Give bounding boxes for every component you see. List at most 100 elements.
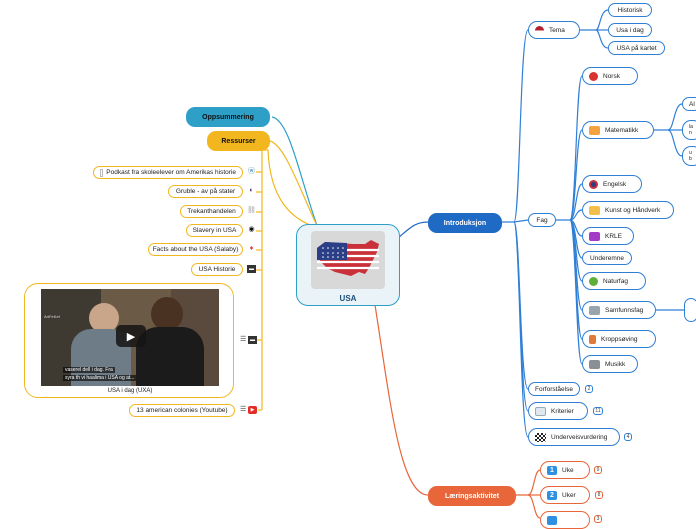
uke-label: Uker [562, 491, 576, 499]
underveis-count: 4 [624, 433, 632, 441]
math-child-label: la n [689, 124, 693, 136]
introduksjon-node[interactable]: Introduksjon [428, 213, 502, 233]
video-corner-text: ArtFeKef [44, 314, 60, 319]
fag-child-label: Engelsk [603, 180, 627, 188]
center-node[interactable]: USA [296, 224, 400, 306]
uk-flag-icon [589, 179, 598, 189]
tema-usa-i-dag[interactable]: Usa i dag [608, 23, 652, 37]
play-icon: ▶ [126, 330, 136, 343]
math-icon [589, 125, 600, 135]
ressurser-node[interactable]: Ressurser [207, 131, 270, 151]
runner-icon [589, 334, 596, 344]
norsk-icon [589, 71, 598, 81]
fag-naturfag[interactable]: Naturfag [582, 272, 646, 290]
ressurser-label: Ressurser [221, 137, 256, 145]
forforstaelse-label: Forforståelse [535, 385, 573, 393]
uke-3-node[interactable] [540, 511, 590, 529]
math-child-1[interactable]: Al [682, 97, 696, 111]
fag-krle[interactable]: KRLE [582, 227, 634, 245]
resource-usa-historie[interactable]: USA Historie [191, 263, 243, 276]
math-child-2[interactable]: la n [682, 120, 696, 140]
underveis-label: Underveisvurdering [551, 433, 608, 441]
fag-node[interactable]: Fag [528, 213, 556, 227]
oppsummering-label: Oppsummering [202, 113, 254, 121]
pie-icon: ◐ [249, 187, 254, 194]
fag-child-label: Samfunnsfag [605, 306, 644, 314]
resource-label: USA Historie [198, 266, 236, 273]
uke-3-count: 3 [594, 515, 602, 523]
uke-1-count: 9 [594, 466, 602, 474]
fag-musikk[interactable]: Musikk [582, 355, 638, 373]
tema-label: Tema [549, 26, 565, 34]
underveis-node[interactable]: Underveisvurdering [528, 428, 620, 446]
fag-matematikk[interactable]: Matematikk [582, 121, 654, 139]
fag-child-label: Underemne [590, 254, 624, 262]
laeringsaktivitet-node[interactable]: Læringsaktivitet [428, 486, 516, 506]
globe-icon: ◉ [248, 226, 255, 233]
uke-2-count: 8 [595, 491, 603, 499]
hands-icon [589, 205, 600, 215]
usa-flag-map-icon [317, 240, 379, 276]
tema-child-label: USA på kartet [616, 44, 657, 52]
resource-slavery[interactable]: Slavery in USA [186, 224, 243, 237]
video-subtitle-1: vaserel dell i dag. Fra [63, 367, 115, 373]
video-node[interactable]: ▶ ArtFeKef vaserel dell i dag. Fra syra … [24, 283, 234, 398]
resource-gruble[interactable]: Gruble - av på stater [168, 185, 243, 198]
fag-kunst[interactable]: Kunst og Håndverk [582, 201, 674, 219]
video-caption: USA i dag (UXA) [107, 388, 153, 394]
resource-label: Podkast fra skoleelever om Amerikas hist… [106, 169, 236, 176]
fag-underemne[interactable]: Underemne [582, 251, 632, 265]
number-3-icon [547, 515, 557, 525]
resource-label: Facts about the USA (Salaby) [152, 246, 239, 253]
youtube-icon: ▶ [248, 406, 257, 414]
fag-engelsk[interactable]: Engelsk [582, 175, 642, 193]
tema-child-label: Usa i dag [616, 26, 644, 34]
play-button[interactable]: ▶ [116, 325, 146, 347]
tema-usa-pa-kartet[interactable]: USA på kartet [608, 41, 665, 55]
uke-2-node[interactable]: 2 Uker [540, 486, 590, 504]
video-thumbnail[interactable]: ▶ ArtFeKef vaserel dell i dag. Fra syra … [41, 289, 219, 386]
resource-label: Slavery in USA [192, 227, 237, 234]
resource-trekant[interactable]: Trekanthandelen [180, 205, 243, 218]
fag-label: Fag [536, 216, 548, 224]
tema-child-label: Historisk [617, 6, 643, 14]
fag-child-label: Naturfag [603, 277, 628, 285]
laeringsaktivitet-label: Læringsaktivitet [444, 492, 500, 500]
fag-child-label: KRLE [605, 232, 622, 240]
person-left [89, 303, 119, 333]
forforstaelse-node[interactable]: Forforståelse [528, 382, 580, 396]
fag-child-label: Norsk [603, 72, 620, 80]
oppsummering-node[interactable]: Oppsummering [186, 107, 270, 127]
us-flag-icon [535, 25, 544, 35]
wordpress-icon: ⓦ [248, 168, 255, 175]
fag-samfunnsfag[interactable]: Samfunnsfag [582, 301, 656, 319]
video-subtitle-2: syra th vi haalima i USA og at... [63, 375, 137, 381]
menu-icon[interactable]: ☰ [240, 406, 247, 413]
resource-facts[interactable]: Facts about the USA (Salaby) [148, 243, 243, 256]
figure-icon: ⛓ [247, 207, 256, 214]
checkbox-icon [100, 168, 104, 177]
tema-historisk[interactable]: Historisk [608, 3, 652, 17]
resource-podkast[interactable]: Podkast fra skoleelever om Amerikas hist… [93, 166, 243, 179]
samfunnsfag-child[interactable] [684, 298, 696, 322]
drop-icon: ♦ [249, 245, 254, 252]
fag-child-label: Matematikk [605, 126, 639, 134]
resource-label: Trekanthandelen [187, 208, 236, 215]
uke-label: Uke [562, 466, 574, 474]
math-child-label: Al [689, 100, 695, 108]
checkered-flag-icon [535, 432, 546, 442]
tema-node[interactable]: Tema [528, 21, 580, 39]
center-label: USA [339, 294, 357, 303]
menu-icon[interactable]: ☰ [240, 336, 247, 343]
fag-norsk[interactable]: Norsk [582, 67, 638, 85]
nrk-icon: ▬ [247, 265, 256, 273]
kriterier-label: Kriterier [551, 407, 574, 415]
math-child-3[interactable]: u b [682, 146, 696, 166]
nrk-icon: ▬ [248, 336, 257, 344]
fag-kroppsoving[interactable]: Kroppsøving [582, 330, 656, 348]
number-2-icon: 2 [547, 490, 557, 500]
uke-1-node[interactable]: 1 Uke [540, 461, 590, 479]
usa-map-image [311, 231, 385, 289]
resource-youtube[interactable]: 13 american colonies (Youtube) [129, 404, 235, 417]
kriterier-node[interactable]: Kriterier [528, 402, 588, 420]
